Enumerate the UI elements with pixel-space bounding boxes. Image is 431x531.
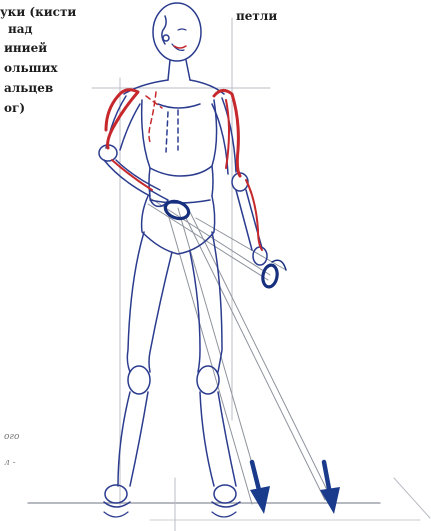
right-hand (253, 247, 267, 265)
figure-outline (99, 3, 267, 507)
muscle-dashes (146, 92, 178, 152)
left-foot (105, 485, 127, 503)
pole-loops (163, 198, 286, 288)
right-pole-loop (261, 264, 279, 288)
muscle-highlights (106, 90, 262, 250)
left-knee (128, 366, 150, 394)
ear (163, 35, 169, 41)
right-foot (214, 485, 236, 503)
pole-lines (148, 198, 330, 504)
arrowhead (250, 486, 270, 514)
left-pole-loop (163, 198, 191, 221)
head (153, 3, 201, 61)
arrowhead (320, 487, 340, 514)
